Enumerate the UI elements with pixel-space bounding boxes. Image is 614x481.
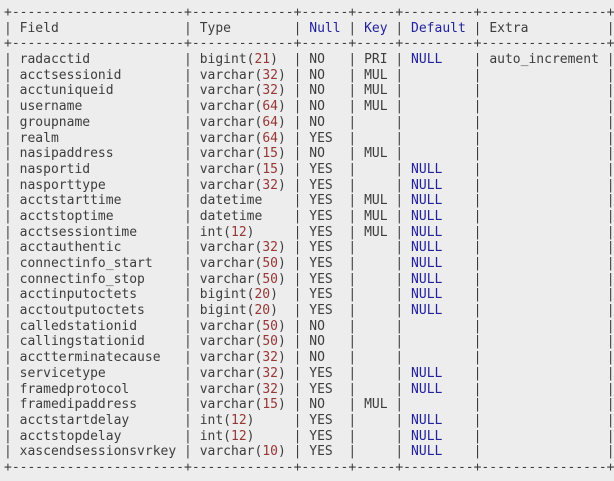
- table-row: | acctuniqueid | varchar(32) | NO | MUL …: [4, 83, 614, 99]
- table-row: | groupname | varchar(64) | NO | | | |: [4, 114, 614, 130]
- table-row: | calledstationid | varchar(50) | NO | |…: [4, 318, 614, 334]
- table-row: | realm | varchar(64) | YES | | | |: [4, 130, 614, 146]
- table-border: +----------------------+-------------+--…: [4, 459, 614, 475]
- table-row: | nasporttype | varchar(32) | YES | | NU…: [4, 177, 614, 193]
- table-row: | acctinputoctets | bigint(20) | YES | |…: [4, 287, 614, 303]
- table-row: | nasipaddress | varchar(15) | NO | MUL …: [4, 146, 614, 162]
- table-row: | acctstarttime | datetime | YES | MUL |…: [4, 193, 614, 209]
- table-row: | framedipaddress | varchar(15) | NO | M…: [4, 397, 614, 413]
- table-header-row: | Field | Type | Null | Key | Default | …: [4, 20, 614, 36]
- table-row: | callingstationid | varchar(50) | NO | …: [4, 334, 614, 350]
- table-row: | acctstoptime | datetime | YES | MUL | …: [4, 208, 614, 224]
- table-row: | nasportid | varchar(15) | YES | | NULL…: [4, 161, 614, 177]
- table-row: | servicetype | varchar(32) | YES | | NU…: [4, 365, 614, 381]
- table-row: | acctoutputoctets | bigint(20) | YES | …: [4, 303, 614, 319]
- table-row: | connectinfo_stop | varchar(50) | YES |…: [4, 271, 614, 287]
- table-border: +----------------------+-------------+--…: [4, 36, 614, 52]
- table-row: | radacctid | bigint(21) | NO | PRI | NU…: [4, 52, 614, 68]
- table-row: | xascendsessionsvrkey | varchar(10) | Y…: [4, 444, 614, 460]
- table-row: | acctterminatecause | varchar(32) | NO …: [4, 350, 614, 366]
- table-row: | username | varchar(64) | NO | MUL | | …: [4, 99, 614, 115]
- table-border: +----------------------+-------------+--…: [4, 5, 614, 20]
- table-row: | acctsessiontime | int(12) | YES | MUL …: [4, 224, 614, 240]
- table-row: | connectinfo_start | varchar(50) | YES …: [4, 256, 614, 271]
- table-row: | acctsessionid | varchar(32) | NO | MUL…: [4, 67, 614, 83]
- table-row: | acctauthentic | varchar(32) | YES | | …: [4, 240, 614, 256]
- table-row: | acctstopdelay | int(12) | YES | | NULL…: [4, 428, 614, 444]
- table-row: | acctstartdelay | int(12) | YES | | NUL…: [4, 412, 614, 428]
- table-row: | framedprotocol | varchar(32) | YES | |…: [4, 381, 614, 397]
